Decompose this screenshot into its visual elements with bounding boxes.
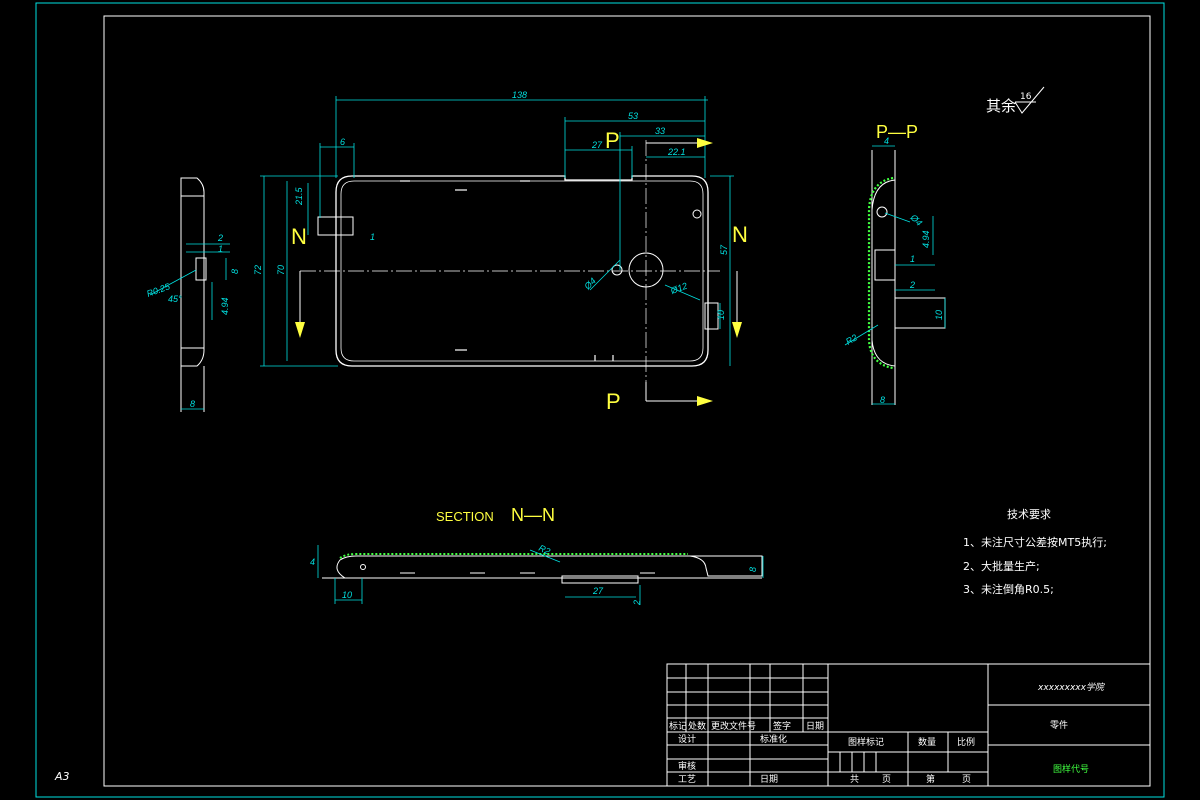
tb-drawing-code: 图样代号 <box>1053 763 1089 775</box>
section-pp-dim-labels: 4 Ø4 4.94 1 2 10 R2 8 <box>844 136 944 405</box>
tb-total-page: 页 <box>882 774 891 785</box>
tb-rev-doc: 更改文件号 <box>711 720 756 732</box>
dim-72: 72 <box>253 265 263 275</box>
nn-dim-2: 2 <box>632 600 642 606</box>
tech-req-item-1: 1、未注尺寸公差按MT5执行; <box>963 535 1107 549</box>
outer-frame <box>35 2 1165 798</box>
dim-dia4: Ø4 <box>582 276 598 292</box>
nn-dim-r2: R2 <box>537 543 552 557</box>
nn-dim-10: 10 <box>342 590 352 600</box>
roughness-prefix: 其余 <box>986 97 1016 115</box>
tb-rev-mark: 标记 <box>669 720 687 732</box>
tb-date: 日期 <box>760 774 778 785</box>
dim-33: 33 <box>655 126 665 136</box>
section-arrows <box>295 138 742 406</box>
tech-req-item-2: 2、大批量生产; <box>963 559 1040 573</box>
section-label-n-right: N <box>732 222 748 247</box>
nn-dim-8: 8 <box>748 567 758 572</box>
front-view-dims <box>260 96 734 367</box>
tb-total: 共 <box>850 774 859 785</box>
dim-53: 53 <box>628 111 638 121</box>
left-dim-45: 45° <box>168 294 182 304</box>
tb-part-name: 零件 <box>1050 719 1068 731</box>
tech-req-title: 技术要求 <box>1007 508 1051 521</box>
section-nn-title: N—N <box>511 505 555 525</box>
dim-22-1: 22.1 <box>667 147 686 157</box>
pp-dim-2: 2 <box>909 280 915 290</box>
dim-138: 138 <box>512 90 527 100</box>
dim-27: 27 <box>591 140 603 150</box>
left-view <box>180 177 207 412</box>
nn-dim-27: 27 <box>592 586 604 596</box>
roughness-value: 16 <box>1020 92 1032 102</box>
tb-sheet-page: 页 <box>962 774 971 785</box>
tb-design: 设计 <box>678 733 696 745</box>
front-dim-labels: 138 53 33 27 22.1 6 21.5 1 72 70 57 10 Ø… <box>253 90 729 320</box>
tech-req-item-3: 3、未注倒角R0.5; <box>963 582 1054 596</box>
pp-dim-1: 1 <box>910 254 915 264</box>
tb-process: 工艺 <box>678 774 696 785</box>
section-nn-dims <box>317 545 764 605</box>
left-dim-8: 8 <box>230 269 240 274</box>
tb-quantity: 数量 <box>918 736 936 748</box>
pp-dim-8: 8 <box>880 395 885 405</box>
tb-rev-date: 日期 <box>806 721 824 732</box>
section-nn-hatch <box>339 553 688 559</box>
tb-school: xxxxxxxxx学院 <box>1037 682 1106 693</box>
roughness-symbol <box>1014 86 1045 114</box>
section-markers <box>299 142 738 402</box>
pp-dim-10: 10 <box>934 310 944 320</box>
tb-sheet: 第 <box>926 773 935 785</box>
section-label-p-bottom: P <box>606 389 621 414</box>
drawing-border <box>103 15 1151 787</box>
left-view-dims <box>149 243 230 410</box>
pp-dim-r2: R2 <box>844 332 859 346</box>
dim-6: 6 <box>340 137 345 147</box>
title-block <box>666 663 1151 787</box>
section-label-p-top: P <box>605 128 620 153</box>
section-nn-prefix: SECTION <box>436 509 494 524</box>
left-dim-1: 1 <box>218 244 223 254</box>
nn-dim-4: 4 <box>310 557 315 567</box>
left-dim-4-94: 4.94 <box>220 297 230 315</box>
tb-standard: 标准化 <box>760 733 787 745</box>
front-view <box>300 140 720 400</box>
tb-review: 审核 <box>678 760 696 772</box>
section-pp-hatch <box>867 176 894 370</box>
section-pp-view <box>871 150 946 405</box>
tb-stage-mark: 图样标记 <box>848 736 884 748</box>
pp-dim-dia4: Ø4 <box>908 212 924 228</box>
dim-70: 70 <box>276 265 286 275</box>
section-nn-view <box>322 555 763 584</box>
section-pp-dims <box>844 145 946 405</box>
tb-rev-count: 处数 <box>688 720 706 732</box>
left-dim-2: 2 <box>217 233 223 243</box>
dim-57: 57 <box>719 244 729 255</box>
dim-1: 1 <box>370 232 375 242</box>
sheet-size-label: A3 <box>55 770 70 783</box>
pp-dim-4-94: 4.94 <box>921 230 931 248</box>
tb-rev-sign: 签字 <box>773 720 791 732</box>
dim-21-5: 21.5 <box>294 186 304 206</box>
section-nn-dim-labels: R2 4 8 10 27 2 <box>310 543 758 606</box>
pp-dim-4: 4 <box>884 136 889 146</box>
tb-scale: 比例 <box>957 736 975 748</box>
section-label-n-left: N <box>291 224 307 249</box>
left-dim-8b: 8 <box>190 399 195 409</box>
section-pp-title: P—P <box>876 122 918 142</box>
dim-10: 10 <box>716 310 726 320</box>
